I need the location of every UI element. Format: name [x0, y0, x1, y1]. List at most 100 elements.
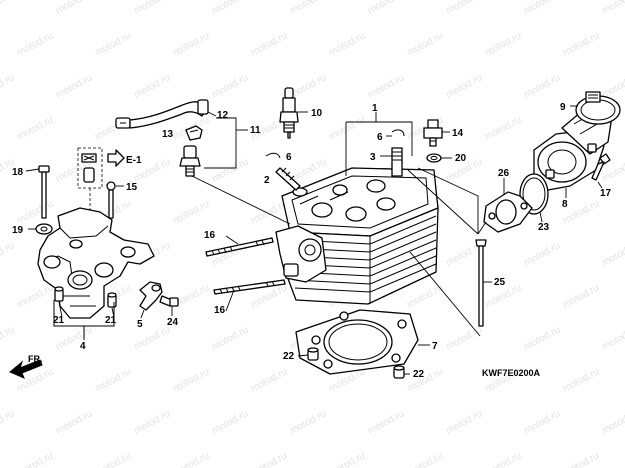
spark-plug: [279, 87, 308, 139]
cylinder-head: [275, 167, 439, 305]
watermark-text: motod.ru: [132, 408, 172, 436]
watermark-text: motod.ru: [54, 0, 94, 17]
watermark-text: motod.ru: [54, 324, 94, 352]
callout-6-left: 6: [286, 152, 292, 163]
bolt-24: [159, 295, 179, 316]
watermark-text: motod.ru: [405, 366, 445, 394]
bolt-17: [591, 153, 611, 189]
watermark-text: motod.ru: [483, 114, 523, 142]
front-direction-arrow: [9, 359, 43, 379]
watermark-text: motod.ru: [54, 408, 94, 436]
bolt-18: [25, 165, 50, 219]
callout-1: 1: [372, 103, 378, 114]
watermark-text: motod.ru: [288, 0, 328, 17]
callout-17: 17: [600, 188, 612, 199]
sensor-wire: [115, 99, 217, 129]
hose-clamp: [570, 91, 621, 125]
watermark-text: motod.ru: [15, 114, 55, 142]
watermark-text: motod.ru: [561, 366, 601, 394]
washer-19: [28, 223, 53, 235]
callout-15: 15: [126, 182, 138, 193]
callout-20: 20: [455, 153, 467, 164]
watermark-text: motod.ru: [444, 72, 484, 100]
watermark-text: motod.ru: [210, 0, 250, 17]
watermark-text: motod.ru: [366, 0, 406, 17]
sensor-14: [423, 119, 450, 147]
watermark-text: motod.ru: [600, 0, 625, 17]
callout-11: 11: [250, 125, 261, 136]
temperature-sensor: [179, 145, 201, 177]
callout-22-right: 22: [413, 369, 425, 380]
callout-14: 14: [452, 128, 464, 139]
watermark-text: motod.ru: [210, 408, 250, 436]
watermark-text: motod.ru: [522, 0, 562, 17]
watermark-text: motod.ru: [93, 366, 133, 394]
watermark-text: motod.ru: [93, 450, 133, 468]
clip-13: [185, 125, 203, 141]
watermark-text: motod.ru: [210, 156, 250, 184]
watermark-text: motod.ru: [405, 30, 445, 58]
callout-4: 4: [80, 341, 86, 352]
callout-21-right: 21: [105, 315, 117, 326]
watermark-text: motod.ru: [171, 198, 211, 226]
watermark-text: motod.ru: [0, 408, 16, 436]
stud-16-upper: [205, 237, 274, 257]
stud-16-lower: [213, 279, 286, 295]
watermark-text: motod.ru: [288, 72, 328, 100]
callout-3: 3: [370, 152, 376, 163]
watermark-text: motod.ru: [483, 450, 523, 468]
watermark-text: motod.ru: [15, 198, 55, 226]
callout-18: 18: [12, 167, 24, 178]
watermark-text: motod.ru: [0, 240, 16, 268]
watermark-text: motod.ru: [0, 324, 16, 352]
reference-label: E-1: [126, 155, 142, 166]
bolt-15: [106, 181, 124, 219]
watermark-text: motod.ru: [561, 282, 601, 310]
cylinder-head-gasket: [295, 309, 419, 375]
watermark-text: motod.ru: [444, 0, 484, 17]
callout-19: 19: [12, 225, 24, 236]
watermark-text: motod.ru: [0, 72, 16, 100]
rocker-arm-5: [139, 281, 163, 319]
callout-16-lower: 16: [214, 305, 226, 316]
bolt-25: [475, 239, 492, 327]
watermark-text: motod.ru: [249, 30, 289, 58]
callout-10: 10: [311, 108, 323, 119]
rocker-arm-holder: [37, 207, 155, 340]
watermark-text: motod.ru: [561, 30, 601, 58]
watermark-text: motod.ru: [171, 366, 211, 394]
watermark-text: motod.ru: [249, 366, 289, 394]
watermark-text: motod.ru: [561, 450, 601, 468]
watermark-text: motod.ru: [0, 0, 16, 17]
washer-20: [426, 153, 452, 163]
watermark-text: motod.ru: [54, 72, 94, 100]
callout-labels: 1 2 3 4 5 6 6 7 8 9 10 11 12 13 14 15 16…: [12, 102, 612, 380]
callout-16-upper: 16: [204, 230, 216, 241]
watermark-text: motod.ru: [522, 324, 562, 352]
watermark-text: motod.ru: [483, 30, 523, 58]
clip-6-left: [265, 152, 281, 159]
callout-13: 13: [162, 129, 174, 140]
insulator-gasket-26: [483, 178, 533, 233]
callout-5: 5: [137, 319, 143, 330]
inspection-group: [77, 147, 125, 210]
watermark-text: motod.ru: [288, 408, 328, 436]
watermark-text: motod.ru: [522, 240, 562, 268]
watermark-text: motod.ru: [327, 450, 367, 468]
watermark-text: motod.ru: [210, 324, 250, 352]
callout-26: 26: [498, 168, 510, 179]
callout-23: 23: [538, 222, 550, 233]
callout-6-right: 6: [377, 132, 383, 143]
callout-7: 7: [432, 341, 438, 352]
watermark-text: motod.ru: [600, 408, 625, 436]
watermark-text: motod.ru: [210, 72, 250, 100]
diagram-code: KWF7E0200A: [482, 368, 541, 378]
callout-12: 12: [217, 110, 229, 121]
watermark-text: motod.ru: [132, 72, 172, 100]
direction-label: FR.: [28, 354, 43, 364]
callout-21-left: 21: [53, 315, 65, 326]
callout-25: 25: [494, 277, 506, 288]
watermark-text: motod.ru: [327, 30, 367, 58]
callout-9: 9: [560, 102, 566, 113]
